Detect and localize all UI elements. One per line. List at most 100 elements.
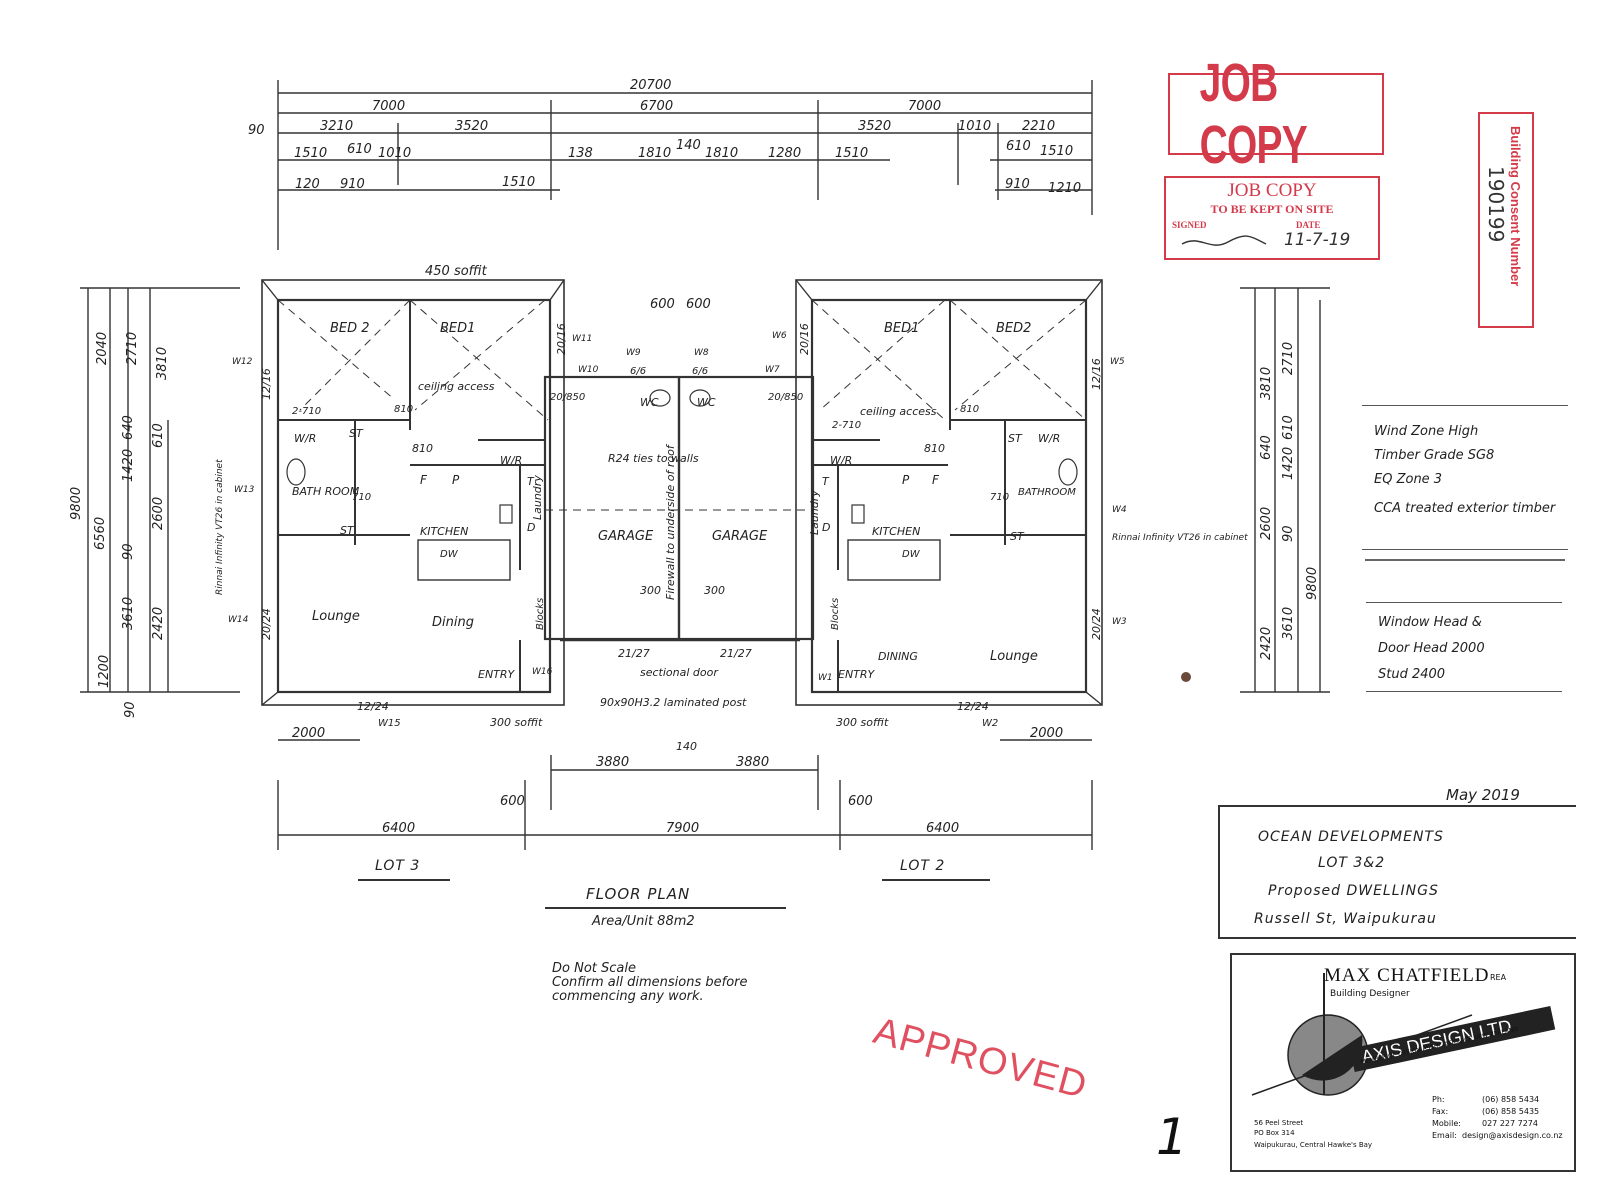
dim-overall: 20700 <box>630 78 671 93</box>
opening-810-d: 810 <box>960 404 979 415</box>
stamp-date: 11-7-19 <box>1284 230 1351 250</box>
dim-bottom-7900: 7900 <box>666 821 699 836</box>
dim-610-a: 610 <box>347 142 372 157</box>
opening-12-16-b: 12/16 <box>1090 358 1103 390</box>
dim-left-90: 90 <box>121 543 136 560</box>
dim-left-2600: 2600 <box>151 497 166 530</box>
window-w2: W2 <box>982 718 998 729</box>
note-eq: EQ Zone 3 <box>1374 472 1443 487</box>
opening-2-710-a: 2-710 <box>292 406 321 417</box>
room-wir-lot3: W/R <box>294 432 316 445</box>
soffit-bottom-lot2: 300 soffit <box>836 716 889 729</box>
dim-bottom-140: 140 <box>676 740 697 753</box>
dim-right-640: 640 <box>1259 435 1274 460</box>
room-kitchen-lot2: KITCHEN <box>872 525 920 538</box>
title-date: May 2019 <box>1446 786 1520 804</box>
dim-140: 140 <box>676 138 701 153</box>
room-wir2-lot2: W/R <box>1038 432 1060 445</box>
dim-1510-c: 1510 <box>1040 144 1073 159</box>
lot3-label: LOT 3 <box>375 858 421 874</box>
designer-rea: REA <box>1490 973 1507 982</box>
room-garage-lot2: GARAGE <box>712 529 768 544</box>
dim-bottom-600-a: 600 <box>500 794 525 809</box>
dim-1010: 1010 <box>958 119 991 134</box>
dim-1280: 1280 <box>768 146 801 161</box>
dim-bottom-3880-b: 3880 <box>736 755 769 770</box>
room-dining-lot2: DINING <box>878 650 918 663</box>
room-entry-lot2: ENTRY <box>838 668 876 681</box>
room-st2-lot3: ST <box>340 524 355 537</box>
mobile-label: Mobile: <box>1432 1119 1461 1128</box>
designer-business-card: MAX CHATFIELD REA Building Designer AXIS… <box>1230 953 1576 1172</box>
opening-20-850-a: 20/850 <box>550 392 585 403</box>
dim-1510-b: 1510 <box>835 146 868 161</box>
date-label: DATE <box>1296 220 1321 230</box>
room-wir2-lot3: W/R <box>500 454 522 467</box>
dim-3520-b: 3520 <box>858 119 891 134</box>
d-lot3: D <box>527 521 535 534</box>
window-w7: W7 <box>765 365 780 375</box>
mobile-value: 027 227 7274 <box>1482 1119 1538 1128</box>
opening-21-27-a: 21/27 <box>618 647 650 660</box>
post-note: 90x90H3.2 laminated post <box>600 696 747 709</box>
dim-left-640: 640 <box>121 415 136 440</box>
ceiling-access-lot3: ceiling access <box>418 380 495 393</box>
wc-lot3: WC <box>640 396 659 409</box>
job-copy-small-text: JOB COPY <box>1227 180 1317 201</box>
t-lot3: T <box>527 475 535 488</box>
opening-20-24-b: 20/24 <box>1090 608 1103 640</box>
consent-label: Building Consent Number <box>1508 126 1523 287</box>
dim-3210: 3210 <box>320 119 353 134</box>
window-w14: W14 <box>228 615 249 625</box>
dim-left-1420: 1420 <box>121 449 136 482</box>
room-lounge-lot2: Lounge <box>990 649 1038 664</box>
dim-6700: 6700 <box>640 99 673 114</box>
opening-810-b: 810 <box>924 442 945 455</box>
to-be-kept-text: TO BE KEPT ON SITE <box>1210 202 1334 216</box>
window-w8: W8 <box>694 348 709 358</box>
dim-2210: 2210 <box>1022 119 1055 134</box>
dim-right-3610: 3610 <box>1281 607 1296 640</box>
commencing-work: commencing any work. <box>552 989 704 1004</box>
dim-right-90: 90 <box>1281 525 1296 542</box>
sectional-door: sectional door <box>640 666 719 679</box>
dim-1810-a: 1810 <box>638 146 671 161</box>
note-door-head: Door Head 2000 <box>1378 641 1485 656</box>
opening-20-24-a: 20/24 <box>260 608 273 640</box>
window-w16: W16 <box>532 667 553 677</box>
title-block: OCEAN DEVELOPMENTS LOT 3&2 Proposed DWEL… <box>1218 805 1576 939</box>
opening-300-b: 300 <box>704 584 725 597</box>
room-bath-lot2: BATHROOM <box>1018 487 1076 498</box>
floor-plan-title: FLOOR PLAN <box>586 885 691 903</box>
window-w4: W4 <box>1112 505 1127 515</box>
window-w11: W11 <box>572 334 592 344</box>
dim-610-b: 610 <box>1006 139 1031 154</box>
note-stud: Stud 2400 <box>1378 667 1446 682</box>
room-dining-lot3: Dining <box>432 615 474 630</box>
note-timber: Timber Grade SG8 <box>1374 448 1495 463</box>
title-lot: LOT 3&2 <box>1318 855 1386 871</box>
ceiling-access-lot2: ceiling access <box>860 405 937 418</box>
f-lot3: F <box>420 473 428 487</box>
dim-7000-right: 7000 <box>908 99 941 114</box>
dim-1810-b: 1810 <box>705 146 738 161</box>
dim-left-2420: 2420 <box>151 607 166 640</box>
address-line-1: 56 Peel Street <box>1254 1119 1304 1127</box>
dim-910-a: 910 <box>340 177 365 192</box>
soffit-top: 450 soffit <box>425 264 488 279</box>
blocks-lot3: Blocks <box>535 598 546 630</box>
room-bed2-lot3: BED 2 <box>330 321 370 336</box>
soffit-bottom-lot3: 300 soffit <box>490 716 543 729</box>
dim-right-3810: 3810 <box>1259 367 1274 400</box>
opening-300-a: 300 <box>640 584 661 597</box>
opening-12-16-a: 12/16 <box>260 368 273 400</box>
d-lot2: D <box>822 521 830 534</box>
opening-20-850-b: 20/850 <box>768 392 803 403</box>
opening-710-b: 710 <box>990 492 1009 503</box>
note-window-head: Window Head & <box>1378 615 1482 630</box>
title-company: OCEAN DEVELOPMENTS <box>1258 829 1444 845</box>
dim-1210: 1210 <box>1048 181 1081 196</box>
do-not-scale: Do Not Scale <box>552 961 636 976</box>
dw-lot2: DW <box>902 549 921 560</box>
room-bed2-lot2: BED2 <box>996 321 1031 336</box>
